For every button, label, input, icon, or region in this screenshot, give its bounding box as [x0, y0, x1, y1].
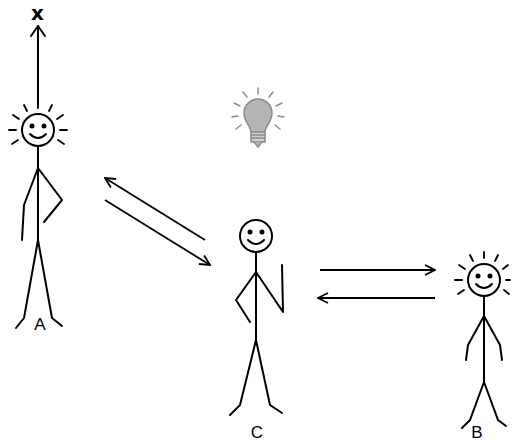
person-letter: A — [5, 316, 75, 334]
person-letter: C — [222, 424, 292, 442]
stick-figure-c — [230, 220, 283, 415]
exchange-arrow — [318, 297, 435, 299]
stick-figure-node: B — [445, 255, 509, 442]
stick-figure-node: C — [222, 210, 292, 442]
stick-figure-a — [9, 102, 67, 328]
light-bulb — [232, 88, 284, 147]
person-letter: B — [445, 424, 509, 442]
variable-label: x — [31, 3, 44, 23]
exchange-arrow — [105, 200, 210, 265]
stick-figure-node: A — [5, 100, 75, 334]
up-arrow — [31, 26, 45, 104]
stick-figure-b — [455, 252, 510, 428]
exchange-arrow — [320, 269, 435, 271]
